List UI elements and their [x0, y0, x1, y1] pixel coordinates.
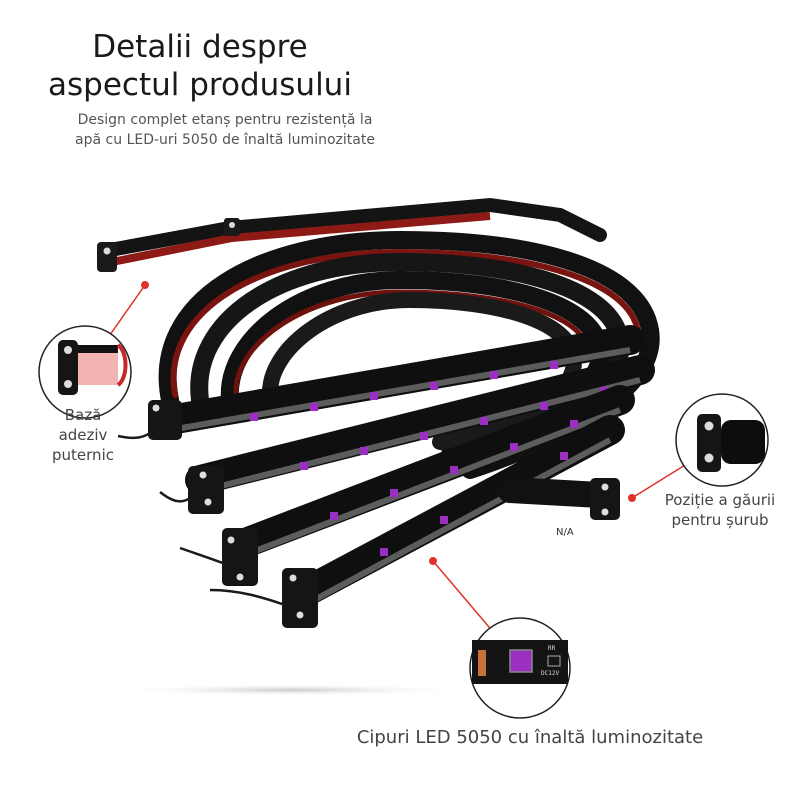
base-adhesive-magnifier [38, 325, 132, 419]
page-title: Detalii despre aspectul produsului [30, 28, 370, 104]
base-adhesive-label: Bază adeziv puternic [42, 405, 124, 465]
base-label-line-2: adeziv [58, 426, 108, 444]
strip-1 [148, 325, 645, 440]
callout-lines [104, 281, 691, 641]
base-label-line-3: puternic [52, 446, 114, 464]
page-subtitle: Design complet etanș pentru rezistență l… [40, 110, 410, 150]
top-strip [97, 197, 607, 272]
strip-4 [282, 415, 625, 628]
hole-label-line-1: Poziție a găurii [664, 491, 776, 509]
led-chips-label: Cipuri LED 5050 cu înaltă luminozitate [356, 727, 704, 748]
hole-label-line-2: pentru șurub [671, 511, 769, 529]
base-label-line-1: Bază [64, 406, 102, 424]
screw-hole-label: Poziție a găurii pentru șurub [650, 490, 790, 530]
subtitle-line-2: apă cu LED-uri 5050 de înaltă luminozita… [75, 132, 375, 148]
na-mark: N/A [556, 527, 574, 538]
chip-marking-dc12v: DC12V [541, 670, 560, 677]
led-chip-magnifier [469, 617, 571, 719]
strip-3 [222, 385, 635, 586]
right-end-cap [497, 477, 620, 520]
screw-hole-magnifier [675, 393, 769, 487]
strip-2 [185, 355, 655, 514]
title-line-1: Detalii despre [92, 29, 308, 65]
subtitle-line-1: Design complet etanș pentru rezistență l… [77, 112, 373, 128]
floor-shadow [110, 684, 470, 696]
cables [117, 431, 286, 607]
chip-marking-rr: RR [548, 645, 556, 652]
title-line-2: aspectul produsului [48, 67, 352, 103]
